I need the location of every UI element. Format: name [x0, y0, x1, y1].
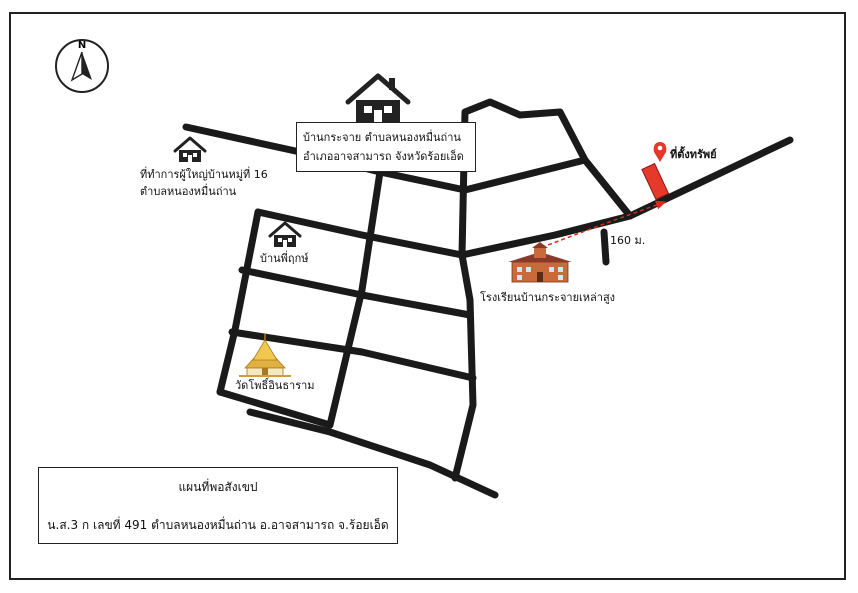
village-label-box: บ้านกระจาย ตำบลหนองหมื่นถ่าน อำเภออาจสาม… [296, 122, 476, 172]
compass-icon [55, 39, 109, 93]
road-north-cross [376, 156, 589, 194]
road-cross-1 [254, 208, 466, 259]
legend-title: แผนที่พอสังเขป [178, 480, 258, 494]
legend-box: แผนที่พอสังเขป น.ส.3 ก เลขที่ 491 ตำบลหน… [38, 467, 398, 544]
temple-label: วัดโพธิ์อินธาราม [235, 379, 315, 392]
temple-icon [239, 334, 291, 377]
house-icon [345, 73, 411, 122]
road-cross-3 [228, 328, 477, 382]
distance-label: 160 ม. [610, 234, 646, 247]
legend-description: น.ส.3 ก เลขที่ 491 ตำบลหนองหมื่นถ่าน อ.อ… [47, 518, 389, 532]
map-frame [9, 12, 846, 580]
road-temple-lane [216, 388, 334, 429]
school-label: โรงเรียนบ้านกระจายเหล่าสูง [480, 291, 616, 304]
headman-office-label-line-2: ตำบลหนองหมื่นถ่าน [140, 185, 237, 198]
property-parcel [641, 162, 670, 201]
road-main-east [458, 136, 794, 259]
house-icon [173, 136, 207, 162]
road-cross-2 [238, 266, 474, 319]
compass-letter: N [78, 40, 86, 51]
house-icon [268, 221, 302, 247]
school-icon [508, 242, 572, 283]
location-pin-icon [653, 142, 667, 162]
headman-office-label-line-1: ที่ทำการผู้ใหญ่บ้านหมู่ที่ 16 [140, 168, 268, 181]
road-south-diagonal [246, 408, 499, 499]
road-spur-south [600, 228, 610, 266]
property-label: ที่ตั้งทรัพย์ [670, 148, 717, 161]
village-label-line-2: อำเภออาจสามารถ จังหวัดร้อยเอ็ด [303, 150, 464, 163]
road-inner-vertical [326, 168, 384, 429]
village-label-line-1: บ้านกระจาย ตำบลหนองหมื่นถ่าน [303, 131, 461, 144]
road-east-vertical [451, 251, 477, 482]
route-arrow [534, 200, 667, 251]
house-label: บ้านพี่ฤกษ์ [260, 252, 309, 265]
